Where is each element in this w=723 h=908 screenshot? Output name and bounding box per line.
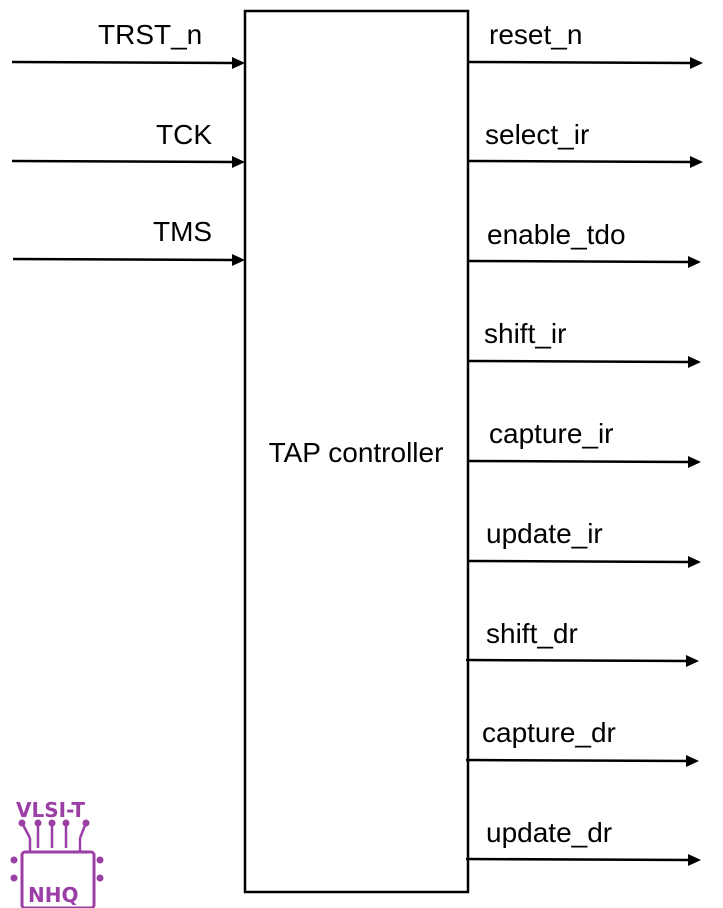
- input-tms: TMS: [12, 216, 245, 266]
- tap-controller-block: [243, 9, 470, 894]
- output-wire: [467, 159, 693, 164]
- output-wire: [465, 658, 689, 663]
- input-label: TMS: [153, 216, 212, 247]
- arrowhead-icon: [686, 655, 699, 667]
- output-reset-n: reset_n: [467, 19, 703, 69]
- output-wire: [465, 758, 689, 763]
- output-label: shift_dr: [486, 618, 578, 649]
- output-update-dr: update_dr: [465, 817, 701, 866]
- output-capture-dr: capture_dr: [465, 717, 699, 767]
- output-label: shift_ir: [484, 318, 566, 349]
- output-wire: [467, 259, 691, 264]
- input-tck: TCK: [11, 119, 245, 168]
- arrowhead-icon: [688, 356, 701, 368]
- vlsi-t-logo: VLSI-T NHQ: [10, 798, 104, 908]
- input-trst-n: TRST_n: [11, 19, 245, 69]
- arrowhead-icon: [688, 854, 701, 866]
- output-label: capture_dr: [482, 717, 616, 748]
- output-wire: [467, 459, 691, 464]
- arrowhead-icon: [686, 755, 699, 767]
- output-label: capture_ir: [489, 418, 614, 449]
- output-label: select_ir: [485, 119, 589, 150]
- output-wire: [467, 559, 691, 564]
- input-wire: [12, 257, 235, 262]
- output-label: update_ir: [486, 518, 603, 549]
- output-label: enable_tdo: [487, 219, 626, 250]
- arrowhead-icon: [232, 156, 245, 168]
- arrowhead-icon: [688, 556, 701, 568]
- input-wire: [11, 60, 235, 65]
- arrowhead-icon: [232, 254, 245, 266]
- output-label: update_dr: [486, 817, 612, 848]
- arrowhead-icon: [232, 57, 245, 69]
- output-select-ir: select_ir: [467, 119, 703, 168]
- arrowhead-icon: [688, 256, 701, 268]
- output-update-ir: update_ir: [467, 518, 701, 568]
- output-signals: reset_n select_ir enable_tdo shift_ir ca…: [465, 19, 703, 866]
- arrowhead-icon: [690, 57, 703, 69]
- tap-controller-label: TAP controller: [269, 437, 444, 468]
- logo-text-top: VLSI-T: [16, 798, 85, 822]
- input-label: TCK: [156, 119, 212, 150]
- input-signals: TRST_n TCK TMS: [11, 19, 245, 266]
- output-enable-tdo: enable_tdo: [467, 219, 701, 268]
- input-wire: [11, 159, 235, 164]
- arrowhead-icon: [688, 456, 701, 468]
- output-capture-ir: capture_ir: [467, 418, 701, 468]
- output-wire: [467, 359, 691, 364]
- output-label: reset_n: [489, 19, 582, 50]
- input-label: TRST_n: [98, 19, 202, 50]
- output-shift-ir: shift_ir: [467, 318, 701, 368]
- output-wire: [467, 60, 693, 65]
- logo-text-bottom: NHQ: [28, 883, 78, 907]
- arrowhead-icon: [690, 156, 703, 168]
- output-wire: [465, 857, 691, 862]
- output-shift-dr: shift_dr: [465, 618, 699, 667]
